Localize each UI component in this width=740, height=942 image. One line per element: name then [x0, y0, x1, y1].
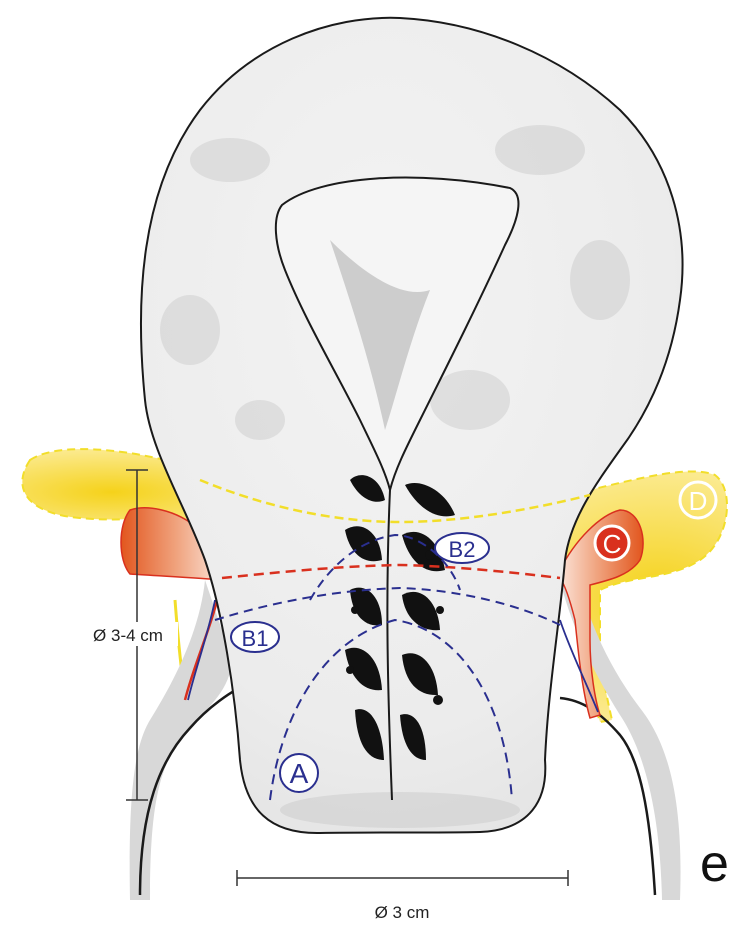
label-b1: B1: [231, 622, 279, 652]
edge-text: e: [700, 838, 729, 890]
label-c: C: [595, 526, 629, 560]
label-c-text: C: [603, 529, 622, 559]
horizontal-measure-text: Ø 3 cm: [375, 903, 430, 922]
label-b2-text: B2: [449, 537, 476, 562]
horizontal-measure: Ø 3 cm: [237, 870, 568, 922]
label-b2: B2: [435, 533, 489, 563]
label-b1-text: B1: [242, 626, 269, 651]
label-a-text: A: [290, 758, 309, 789]
label-d-text: D: [689, 486, 708, 516]
label-a: A: [280, 754, 318, 792]
vertical-measure-text: Ø 3-4 cm: [93, 626, 163, 645]
